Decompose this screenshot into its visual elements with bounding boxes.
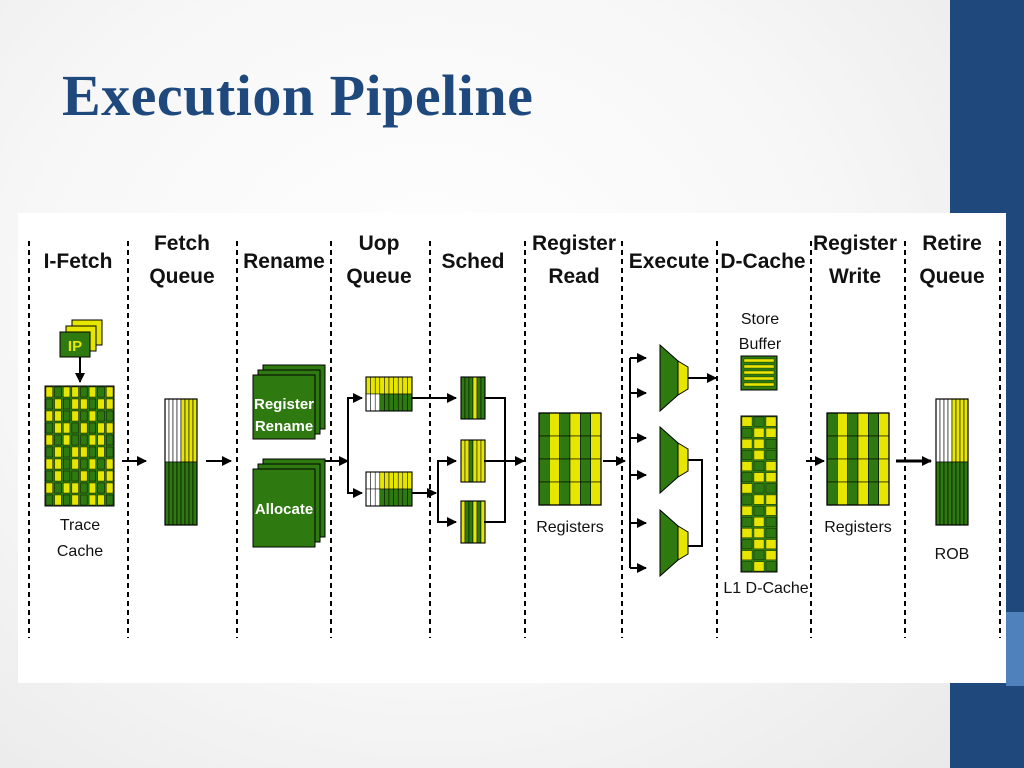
- stage-header-d-cache: D-Cache: [720, 250, 805, 273]
- rob-label: ROB: [935, 546, 970, 563]
- slide-title: Execution Pipeline: [62, 63, 534, 128]
- trace-cache-grid: [44, 385, 115, 507]
- pipeline-svg: I-Fetch Fetch Queue Rename Uop Queue Sch…: [28, 232, 1001, 638]
- ip-register: IP: [59, 319, 103, 358]
- registers-read-label: Registers: [536, 519, 604, 536]
- sched-join: [484, 397, 525, 523]
- allocate-block: Allocate: [252, 458, 326, 548]
- uop-queue-bottom: [365, 471, 413, 507]
- alu-3: [659, 508, 689, 578]
- stage-header-sched: Sched: [441, 250, 504, 273]
- ip-label: IP: [68, 338, 82, 355]
- stage-header-uop-queue: Uop: [359, 232, 400, 255]
- scheduler-2: [460, 439, 486, 483]
- sched-fork: [437, 456, 457, 527]
- store-buffer-label: Buffer: [739, 336, 782, 353]
- trace-cache-label: Trace: [60, 517, 100, 534]
- store-buffer-label: Store: [741, 311, 779, 328]
- stage-header-retire-queue: Queue: [919, 265, 984, 288]
- stage-header-uop-queue: Queue: [346, 265, 411, 288]
- execute-fanout: [629, 353, 647, 573]
- execute-join: [688, 373, 717, 547]
- pipeline-diagram: I-Fetch Fetch Queue Rename Uop Queue Sch…: [18, 213, 1006, 683]
- l1-dcache: [740, 415, 778, 573]
- store-buffer: [740, 355, 778, 391]
- stage-header-register-read: Register: [532, 232, 616, 255]
- register-file-write: [826, 412, 890, 506]
- uop-queue-top: [365, 376, 413, 412]
- side-accent-tab: [1006, 612, 1024, 686]
- stage-header-execute: Execute: [629, 250, 710, 273]
- stage-header-fetch-queue: Queue: [149, 265, 214, 288]
- register-rename-label: Rename: [255, 418, 313, 435]
- stage-header-i-fetch: I-Fetch: [44, 250, 113, 273]
- stage-header-register-write: Register: [813, 232, 897, 255]
- stage-header-retire-queue: Retire: [922, 232, 982, 255]
- reorder-buffer: [935, 398, 969, 526]
- alu-1: [659, 343, 689, 413]
- registers-write-label: Registers: [824, 519, 892, 536]
- stage-header-fetch-queue: Fetch: [154, 232, 210, 255]
- scheduler-1: [460, 376, 486, 420]
- stage-headers: I-Fetch Fetch Queue Rename Uop Queue Sch…: [44, 232, 985, 288]
- stage-header-rename: Rename: [243, 250, 325, 273]
- stage-separators: [28, 241, 1001, 638]
- stage-header-register-write: Write: [829, 265, 881, 288]
- l1-dcache-label: L1 D-Cache: [723, 580, 808, 597]
- alu-2: [659, 425, 689, 495]
- allocate-label: Allocate: [255, 501, 313, 518]
- scheduler-3: [460, 500, 486, 544]
- register-rename-label: Register: [254, 396, 314, 413]
- register-rename-block: Register Rename: [252, 364, 326, 440]
- register-file-read: [538, 412, 602, 506]
- stage-header-register-read: Read: [548, 265, 599, 288]
- trace-cache-label: Cache: [57, 543, 103, 560]
- fetch-queue-block: [164, 398, 198, 526]
- uop-fork: [347, 393, 363, 498]
